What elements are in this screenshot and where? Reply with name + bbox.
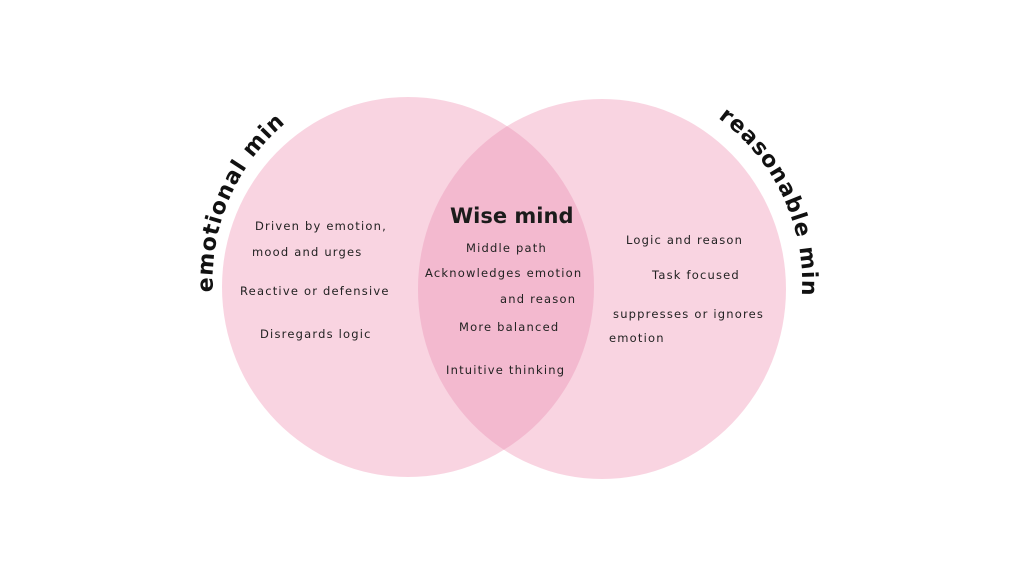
overlap-item-1: Middle path [466, 241, 547, 255]
wise-mind-title: Wise mind [450, 204, 574, 228]
overlap-item-3: and reason [500, 292, 577, 306]
left-item-2: mood and urges [252, 245, 363, 259]
left-item-4: Disregards logic [260, 327, 372, 341]
overlap-item-4: More balanced [459, 320, 560, 334]
wise-mind-overlap [418, 99, 594, 477]
left-item-1: Driven by emotion, [255, 219, 387, 233]
left-item-3: Reactive or defensive [240, 284, 390, 298]
overlap-item-2: Acknowledges emotion [425, 266, 583, 280]
right-item-2: Task focused [652, 268, 740, 282]
right-item-4: emotion [609, 331, 665, 345]
right-item-1: Logic and reason [626, 233, 744, 247]
overlap-item-5: Intuitive thinking [446, 363, 566, 377]
right-item-3: suppresses or ignores [613, 307, 765, 321]
